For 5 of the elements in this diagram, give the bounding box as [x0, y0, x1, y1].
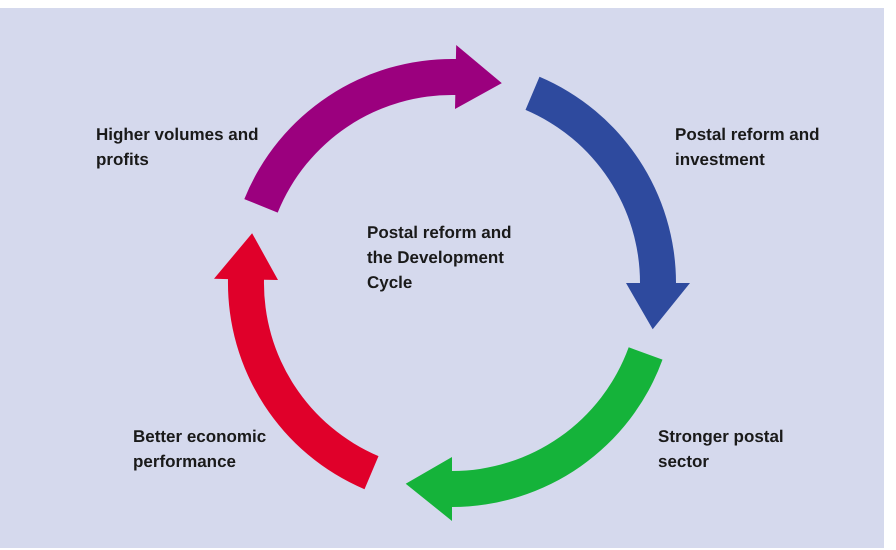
stage-label: Stronger postal sector [658, 426, 785, 473]
diagram-title: Postal reform and the Development Cycle [367, 222, 513, 294]
stage-label: Postal reform and investment [675, 124, 821, 171]
stage-label: Higher volumes and profits [96, 124, 260, 171]
stage-label: Better economic performance [133, 426, 268, 473]
